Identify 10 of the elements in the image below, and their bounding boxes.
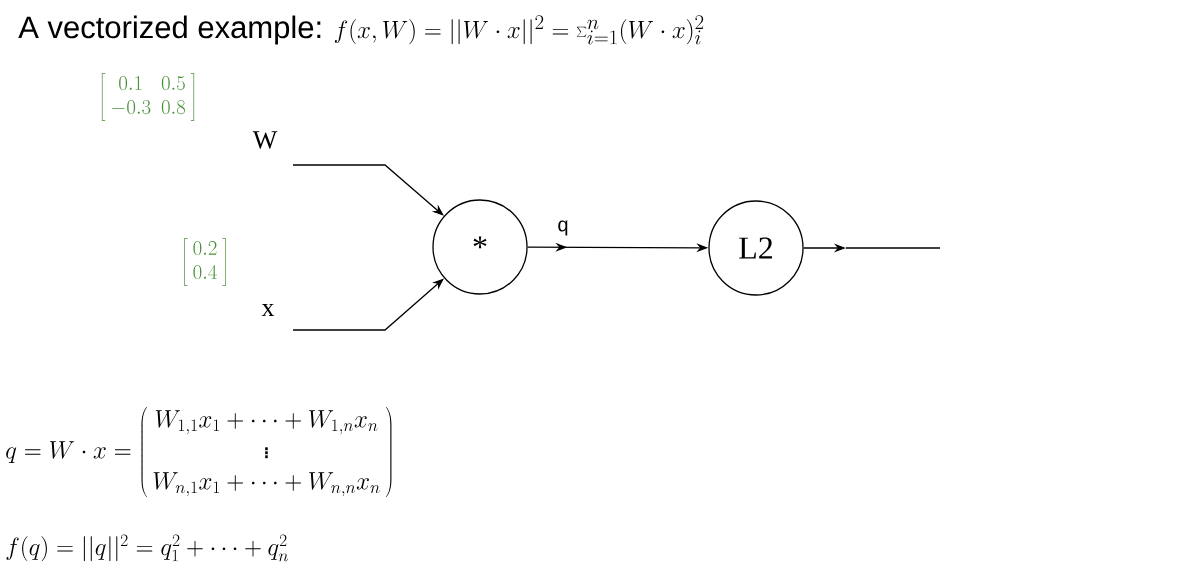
title: A vectorized example: — [18, 15, 321, 45]
edge-label: W — [252, 131, 278, 149]
formula: $q = W \cdot x = \left(\begin{array}{c} W_{1,1}x_1 + \cdots + W_{1,n}x_n \\ \vdots \\ W_{n,1}x_1 + \cdots + W_{n,n}x_n \end{array}\right)$ — [6, 407, 392, 497]
edge-label: x — [261, 304, 275, 316]
edge-label: q — [558, 220, 568, 236]
arrow — [292, 164, 444, 216]
formula: $f(q) = ||q||^2 = q_1^2 + \cdots + q_n^2$ — [6, 534, 288, 562]
formula: $f(x, W) = ||W \cdot x||^2 = \sum_{i=1}^{n} (W \cdot x)_i^2$ — [334, 15, 704, 45]
matrix: $\left[\begin{array}{cc} 0.1 & 0.5 \\ -0.3 & 0.8 \end{array}\right]$ — [101, 73, 195, 121]
vector: $\left[\begin{array}{c} 0.2 \\ 0.4 \end{array}\right]$ — [184, 238, 226, 286]
